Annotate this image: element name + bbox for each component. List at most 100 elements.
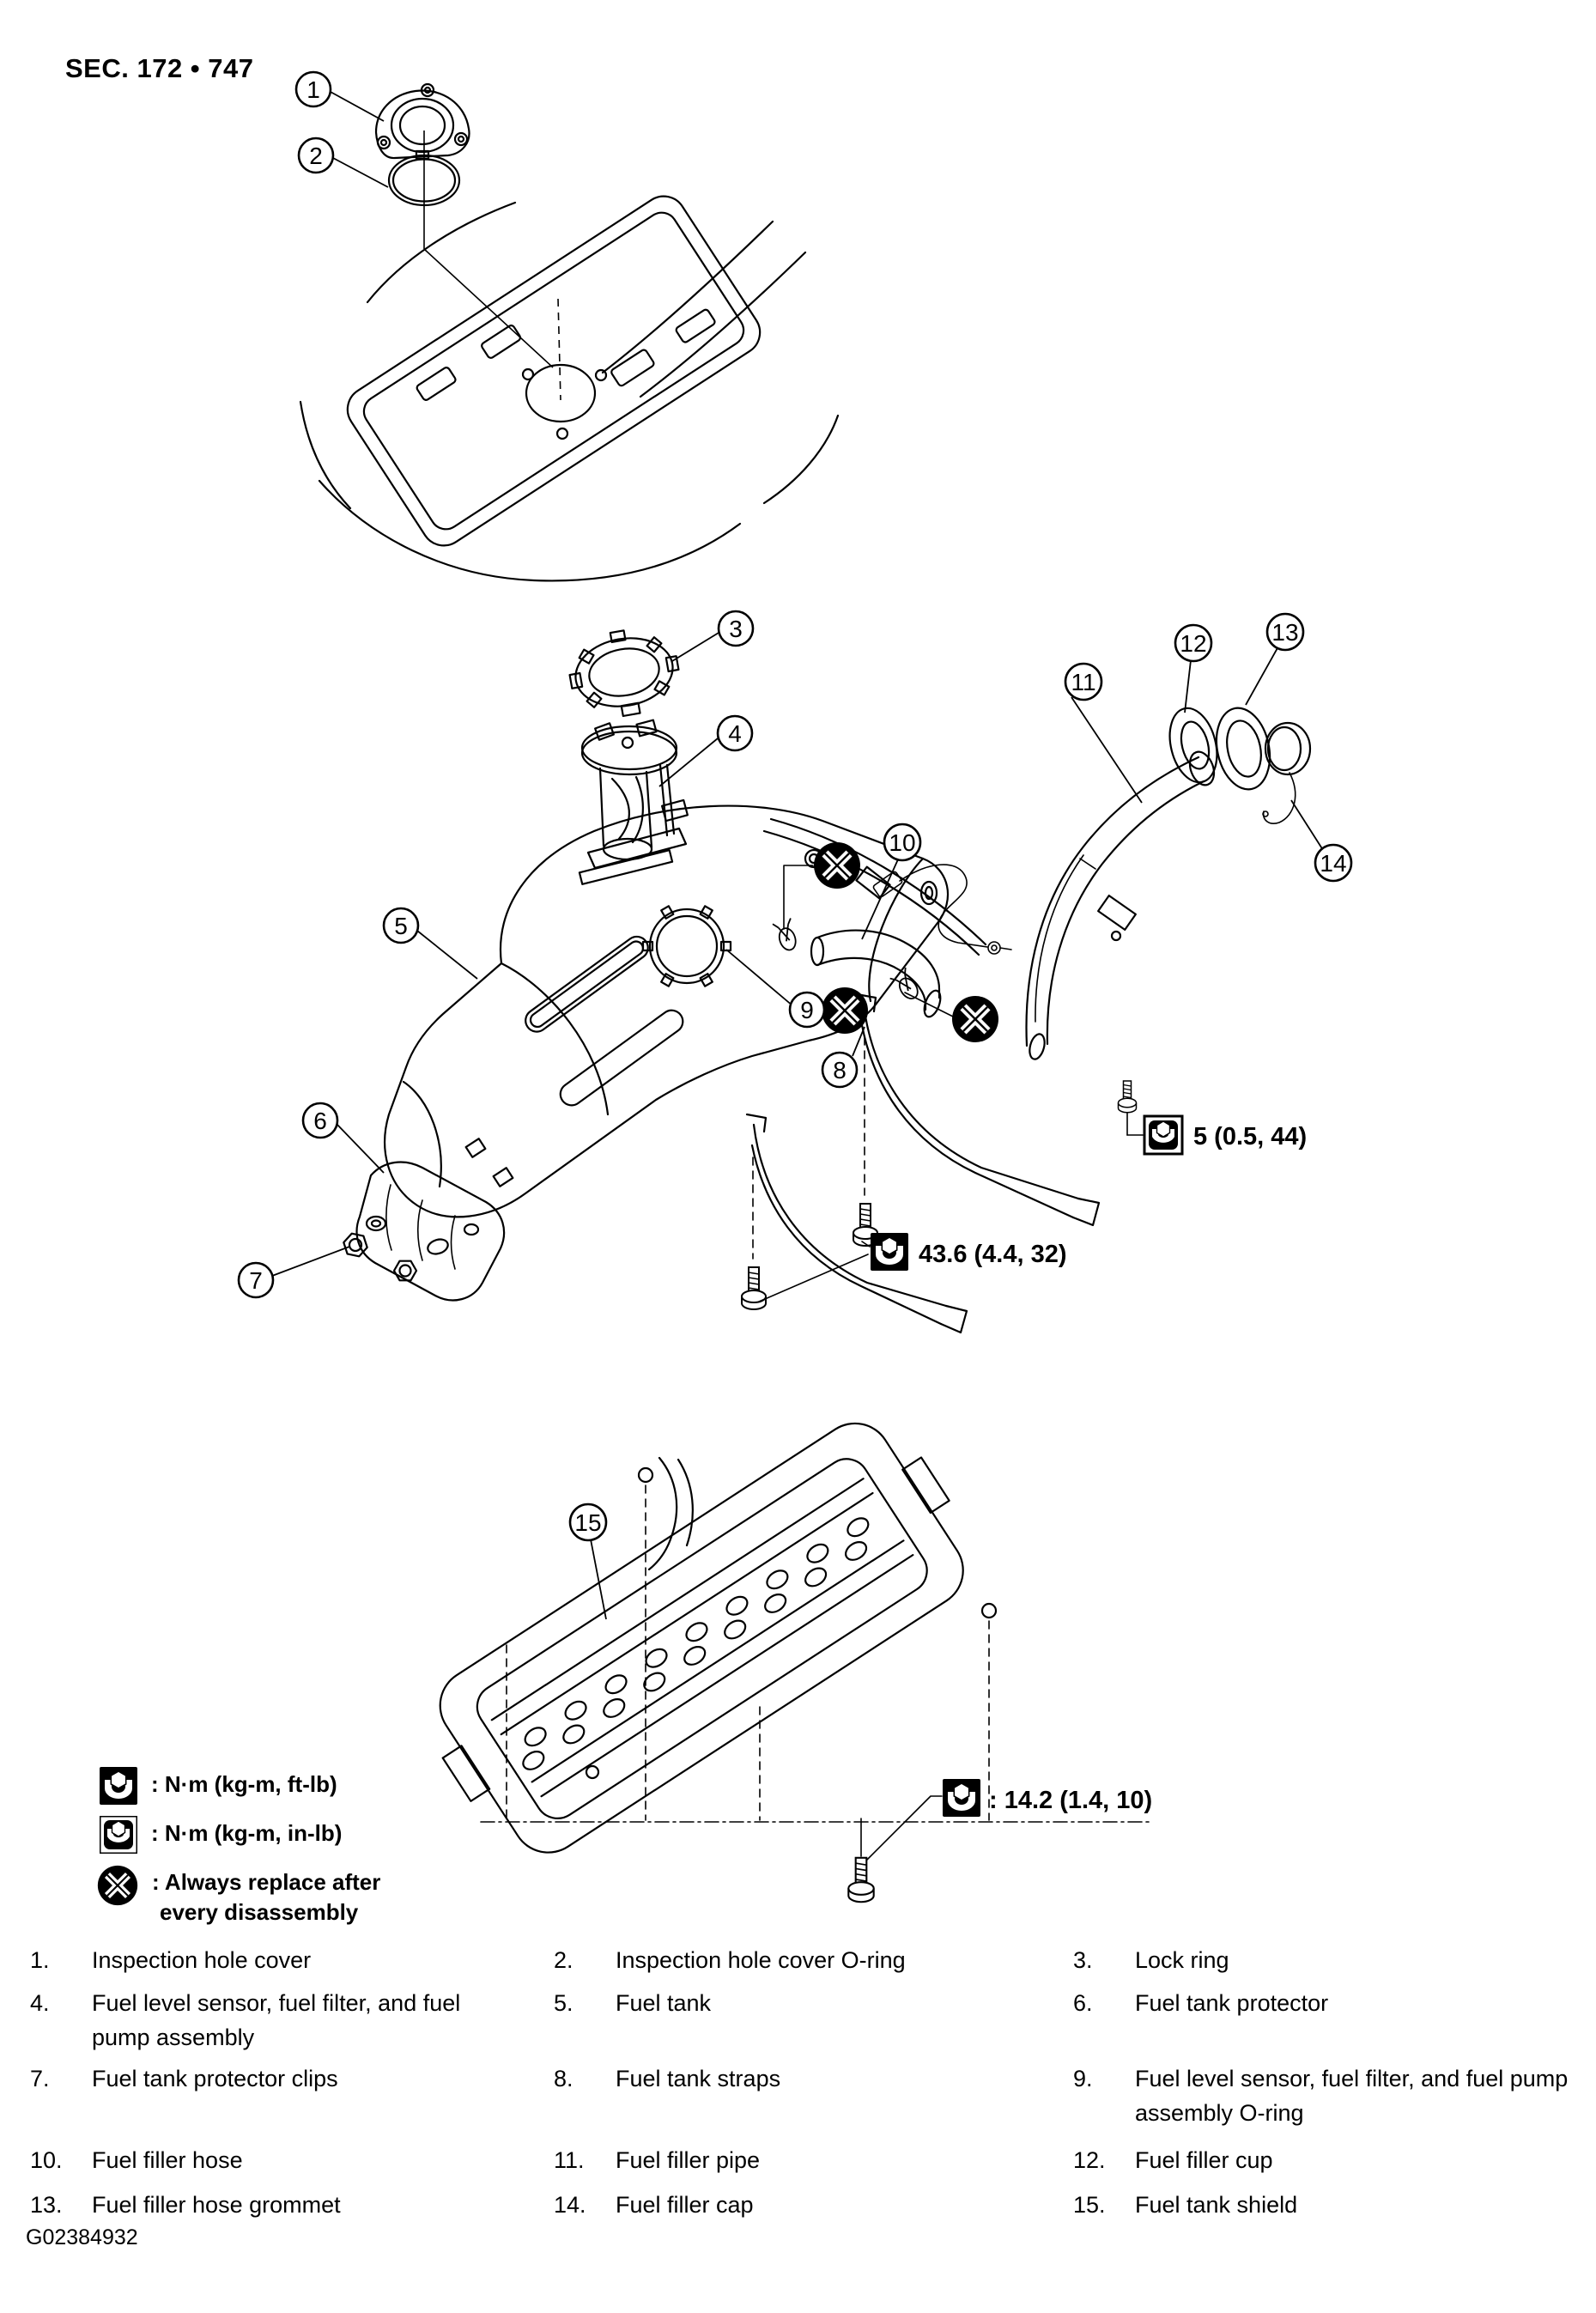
always-replace-icon <box>822 987 868 1034</box>
callout-14: 14 <box>1314 843 1353 883</box>
callout-2: 2 <box>297 137 335 174</box>
svg-text:1: 1 <box>306 76 320 103</box>
callout-4: 4 <box>716 714 754 752</box>
legend-label: : N·m (kg-m, in-lb) <box>151 1820 343 1846</box>
part-number: 3. <box>1073 1947 1093 1973</box>
svg-text:10: 10 <box>889 829 915 856</box>
torque-value: : 14.2 (1.4, 10) <box>989 1787 1152 1814</box>
svg-text:11: 11 <box>1071 669 1095 695</box>
wrench-in-lb-icon <box>1143 1114 1184 1156</box>
part-number: 8. <box>554 2066 573 2091</box>
legend-label: : N·m (kg-m, ft-lb) <box>151 1771 337 1797</box>
torque-pointer-a <box>1126 1112 1144 1136</box>
parts-list-item: 11. Fuel filler pipe <box>554 2143 1062 2177</box>
part-filler-hose-grommet <box>1215 707 1271 791</box>
parts-list-item: 9. Fuel level sensor, fuel filter, and fu… <box>1073 2061 1592 2130</box>
part-number: 15. <box>1073 2192 1106 2218</box>
parts-list-item: 8. Fuel tank straps <box>554 2061 1062 2096</box>
svg-text:9: 9 <box>800 997 814 1023</box>
part-number: 12. <box>1073 2147 1106 2173</box>
parts-list-item: 15. Fuel tank shield <box>1073 2188 1592 2222</box>
part-fuel-pump-assembly <box>578 719 689 885</box>
part-label: Fuel filler cup <box>1135 2147 1273 2173</box>
callout-leaders <box>271 91 1324 1620</box>
shield-bolt <box>847 1856 875 1903</box>
svg-text:14: 14 <box>1320 850 1346 877</box>
part-number: 9. <box>1073 2066 1093 2091</box>
part-number: 11. <box>554 2147 585 2173</box>
always-replace-icon <box>814 842 860 889</box>
callout-6: 6 <box>301 1102 339 1139</box>
part-label: Fuel tank straps <box>616 2066 781 2091</box>
part-protector-clips <box>343 1215 418 1282</box>
part-number: 13. <box>30 2192 63 2218</box>
part-cover-o-ring <box>387 154 461 207</box>
callout-11: 11 <box>1064 662 1103 701</box>
wrench-in-lb-icon <box>100 1816 137 1854</box>
part-label: Fuel level sensor, fuel filter, and fuel… <box>92 1990 461 2050</box>
wrench-ft-lb-icon <box>942 1778 981 1818</box>
part-label: Fuel tank protector clips <box>92 2066 338 2091</box>
parts-list-item: 1. Inspection hole cover <box>30 1943 514 1977</box>
parts-list-item: 2. Inspection hole cover O-ring <box>554 1943 1062 1977</box>
svg-text:2: 2 <box>309 143 323 169</box>
underbody-drawing <box>299 195 840 582</box>
parts-list-item: 13. Fuel filler hose grommet <box>30 2188 514 2222</box>
part-number: 6. <box>1073 1990 1093 2016</box>
always-replace-icon <box>952 996 998 1042</box>
callout-10: 10 <box>883 823 922 862</box>
part-label: Inspection hole cover O-ring <box>616 1947 906 1973</box>
part-fuel-tank <box>384 804 987 1218</box>
part-number: 2. <box>554 1947 573 1973</box>
callout-12: 12 <box>1174 623 1213 663</box>
part-number: 10. <box>30 2147 63 2173</box>
part-label: Lock ring <box>1135 1947 1229 1973</box>
legend-row-in-lb: : N·m (kg-m, in-lb) <box>100 1816 342 1854</box>
svg-text:8: 8 <box>833 1057 847 1084</box>
part-fuel-tank-straps <box>745 993 1101 1334</box>
parts-list-item: 4.Fuel level sensor, fuel filter, and fu… <box>30 1986 514 2055</box>
wrench-ft-lb-icon <box>100 1767 137 1805</box>
svg-text:12: 12 <box>1180 630 1206 657</box>
figure-code: G02384932 <box>26 2225 138 2249</box>
torque-spec-shield-bolt: : 14.2 (1.4, 10) <box>942 1778 1152 1818</box>
x-symbol-pointers <box>783 865 954 1017</box>
part-number: 1. <box>30 1947 50 1973</box>
part-fuel-filler-cap <box>1262 721 1312 824</box>
shield-projection-lines <box>480 1484 1151 1857</box>
part-label: Fuel filler cap <box>616 2192 754 2218</box>
callout-1: 1 <box>294 70 332 108</box>
legend-row-always-replace: : Always replace after <box>97 1865 380 1906</box>
part-label: Inspection hole cover <box>92 1947 312 1973</box>
part-label: Fuel level sensor, fuel filter, and fuel… <box>1135 2066 1569 2126</box>
part-label: Fuel tank shield <box>1135 2192 1298 2218</box>
pipe-bracket-bolt <box>1117 1080 1138 1114</box>
svg-text:4: 4 <box>728 720 742 747</box>
svg-text:15: 15 <box>574 1509 601 1536</box>
part-fuel-tank-protector <box>355 1161 506 1302</box>
callout-5: 5 <box>382 907 420 944</box>
callout-13: 13 <box>1265 612 1305 652</box>
svg-text:3: 3 <box>729 616 743 642</box>
part-inspection-hole-cover <box>374 82 470 161</box>
part-label: Fuel filler pipe <box>616 2147 761 2173</box>
projection-lines-top <box>423 131 561 401</box>
part-fuel-tank-shield <box>439 1422 998 1854</box>
legend-label: : Always replace after <box>152 1869 381 1895</box>
parts-list-item: 12. Fuel filler cup <box>1073 2143 1592 2177</box>
legend-label-line2: every disassembly <box>160 1899 359 1925</box>
parts-list-item: 14.Fuel filler cap <box>554 2188 1062 2222</box>
torque-value: 5 (0.5, 44) <box>1193 1123 1307 1150</box>
part-fuel-filler-pipe <box>1025 750 1216 1060</box>
callout-9: 9 <box>788 991 826 1029</box>
sensor-harness <box>872 864 1012 955</box>
parts-list-item: 5.Fuel tank <box>554 1986 1062 2020</box>
parts-list-item: 10.Fuel filler hose <box>30 2143 514 2177</box>
part-lock-ring <box>568 629 680 718</box>
part-label: Fuel filler hose grommet <box>92 2192 341 2218</box>
callout-8: 8 <box>821 1051 859 1089</box>
svg-text:5: 5 <box>394 913 408 939</box>
legend-row-ft-lb: : N·m (kg-m, ft-lb) <box>100 1767 337 1805</box>
